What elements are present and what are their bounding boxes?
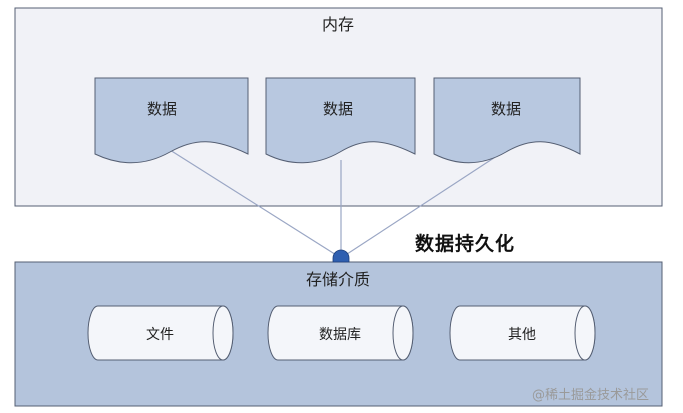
storage-item-label: 文件 <box>146 327 174 343</box>
storage-item: 数据库 <box>267 305 414 361</box>
storage-item-label: 数据库 <box>319 327 361 343</box>
data-block: 数据 <box>433 77 581 164</box>
data-block-shape <box>94 77 249 164</box>
storage-item: 文件 <box>87 305 234 361</box>
data-block: 数据 <box>265 77 416 164</box>
data-block-shape <box>265 77 416 164</box>
storage-item-label: 其他 <box>508 327 536 343</box>
data-block-label: 数据 <box>323 100 353 118</box>
connector-line-right <box>340 149 507 259</box>
data-block-label: 数据 <box>147 100 177 118</box>
junction-node <box>332 249 350 263</box>
storage-title: 存储介质 <box>306 270 370 289</box>
cylinder-cap <box>212 305 234 361</box>
data-block-label: 数据 <box>491 100 521 118</box>
storage-item: 其他 <box>449 305 596 361</box>
connector-lines <box>169 149 507 259</box>
memory-title: 内存 <box>322 15 354 34</box>
connector-line-left <box>169 149 342 259</box>
cylinder-cap <box>574 305 596 361</box>
watermark: @稀土掘金技术社区 <box>532 388 650 403</box>
cylinder-cap <box>392 305 414 361</box>
junction-node-shape <box>332 249 350 263</box>
persistence-label: 数据持久化 <box>415 233 516 255</box>
data-block: 数据 <box>94 77 249 164</box>
data-block-shape <box>433 77 581 164</box>
